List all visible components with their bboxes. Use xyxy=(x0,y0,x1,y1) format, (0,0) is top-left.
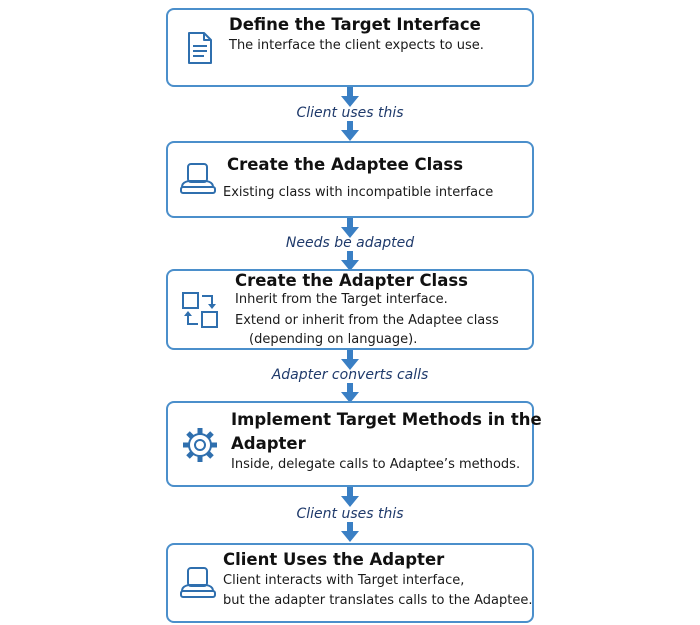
step-title: Client Uses the Adapter xyxy=(223,550,445,569)
step-description: but the adapter translates calls to the … xyxy=(223,593,533,608)
connector-label: Needs be adapted xyxy=(285,235,415,251)
step-description: Extend or inherit from the Adaptee class xyxy=(235,313,499,328)
step-create-adapter-class: Create the Adapter Class Inherit from th… xyxy=(166,269,534,350)
step-client-uses-adapter: Client Uses the Adapter Client interacts… xyxy=(166,543,534,623)
down-arrow-icon xyxy=(341,121,359,141)
down-arrow-icon xyxy=(341,383,359,403)
user-computer-icon xyxy=(178,159,218,199)
step-description: (depending on language). xyxy=(249,332,418,347)
down-arrow-icon xyxy=(341,350,359,370)
step-create-adaptee-class: Create the Adaptee Class Existing class … xyxy=(166,141,534,218)
down-arrow-icon xyxy=(341,218,359,238)
step-description: Existing class with incompatible interfa… xyxy=(223,185,494,200)
step-title: Create the Adaptee Class xyxy=(227,155,464,174)
step-description: Client interacts with Target interface, xyxy=(223,573,465,588)
step-description: The interface the client expects to use. xyxy=(229,38,484,53)
down-arrow-icon xyxy=(341,487,359,507)
down-arrow-icon xyxy=(341,251,359,271)
step-title: Create the Adapter Class xyxy=(235,271,468,290)
step-title: Adapter xyxy=(231,434,306,453)
step-description: Inherit from the Target interface. xyxy=(235,292,448,307)
step-title: Define the Target Interface xyxy=(229,15,481,34)
document-icon xyxy=(180,28,220,68)
step-implement-target-methods: Implement Target Methods in the Adapter … xyxy=(166,401,542,487)
adapter-squares-icon xyxy=(180,290,220,330)
down-arrow-icon xyxy=(341,87,359,107)
gear-icon xyxy=(180,425,220,465)
user-computer-icon xyxy=(178,563,218,603)
connector-label: Client uses this xyxy=(296,105,404,121)
step-description: Inside, delegate calls to Adaptee’s meth… xyxy=(231,457,521,472)
step-define-target-interface: Define the Target Interface The interfac… xyxy=(166,8,534,87)
down-arrow-icon xyxy=(341,522,359,542)
connector-label: Client uses this xyxy=(296,506,404,522)
connector-label: Adapter converts calls xyxy=(271,367,429,383)
step-title: Implement Target Methods in the xyxy=(231,410,542,429)
